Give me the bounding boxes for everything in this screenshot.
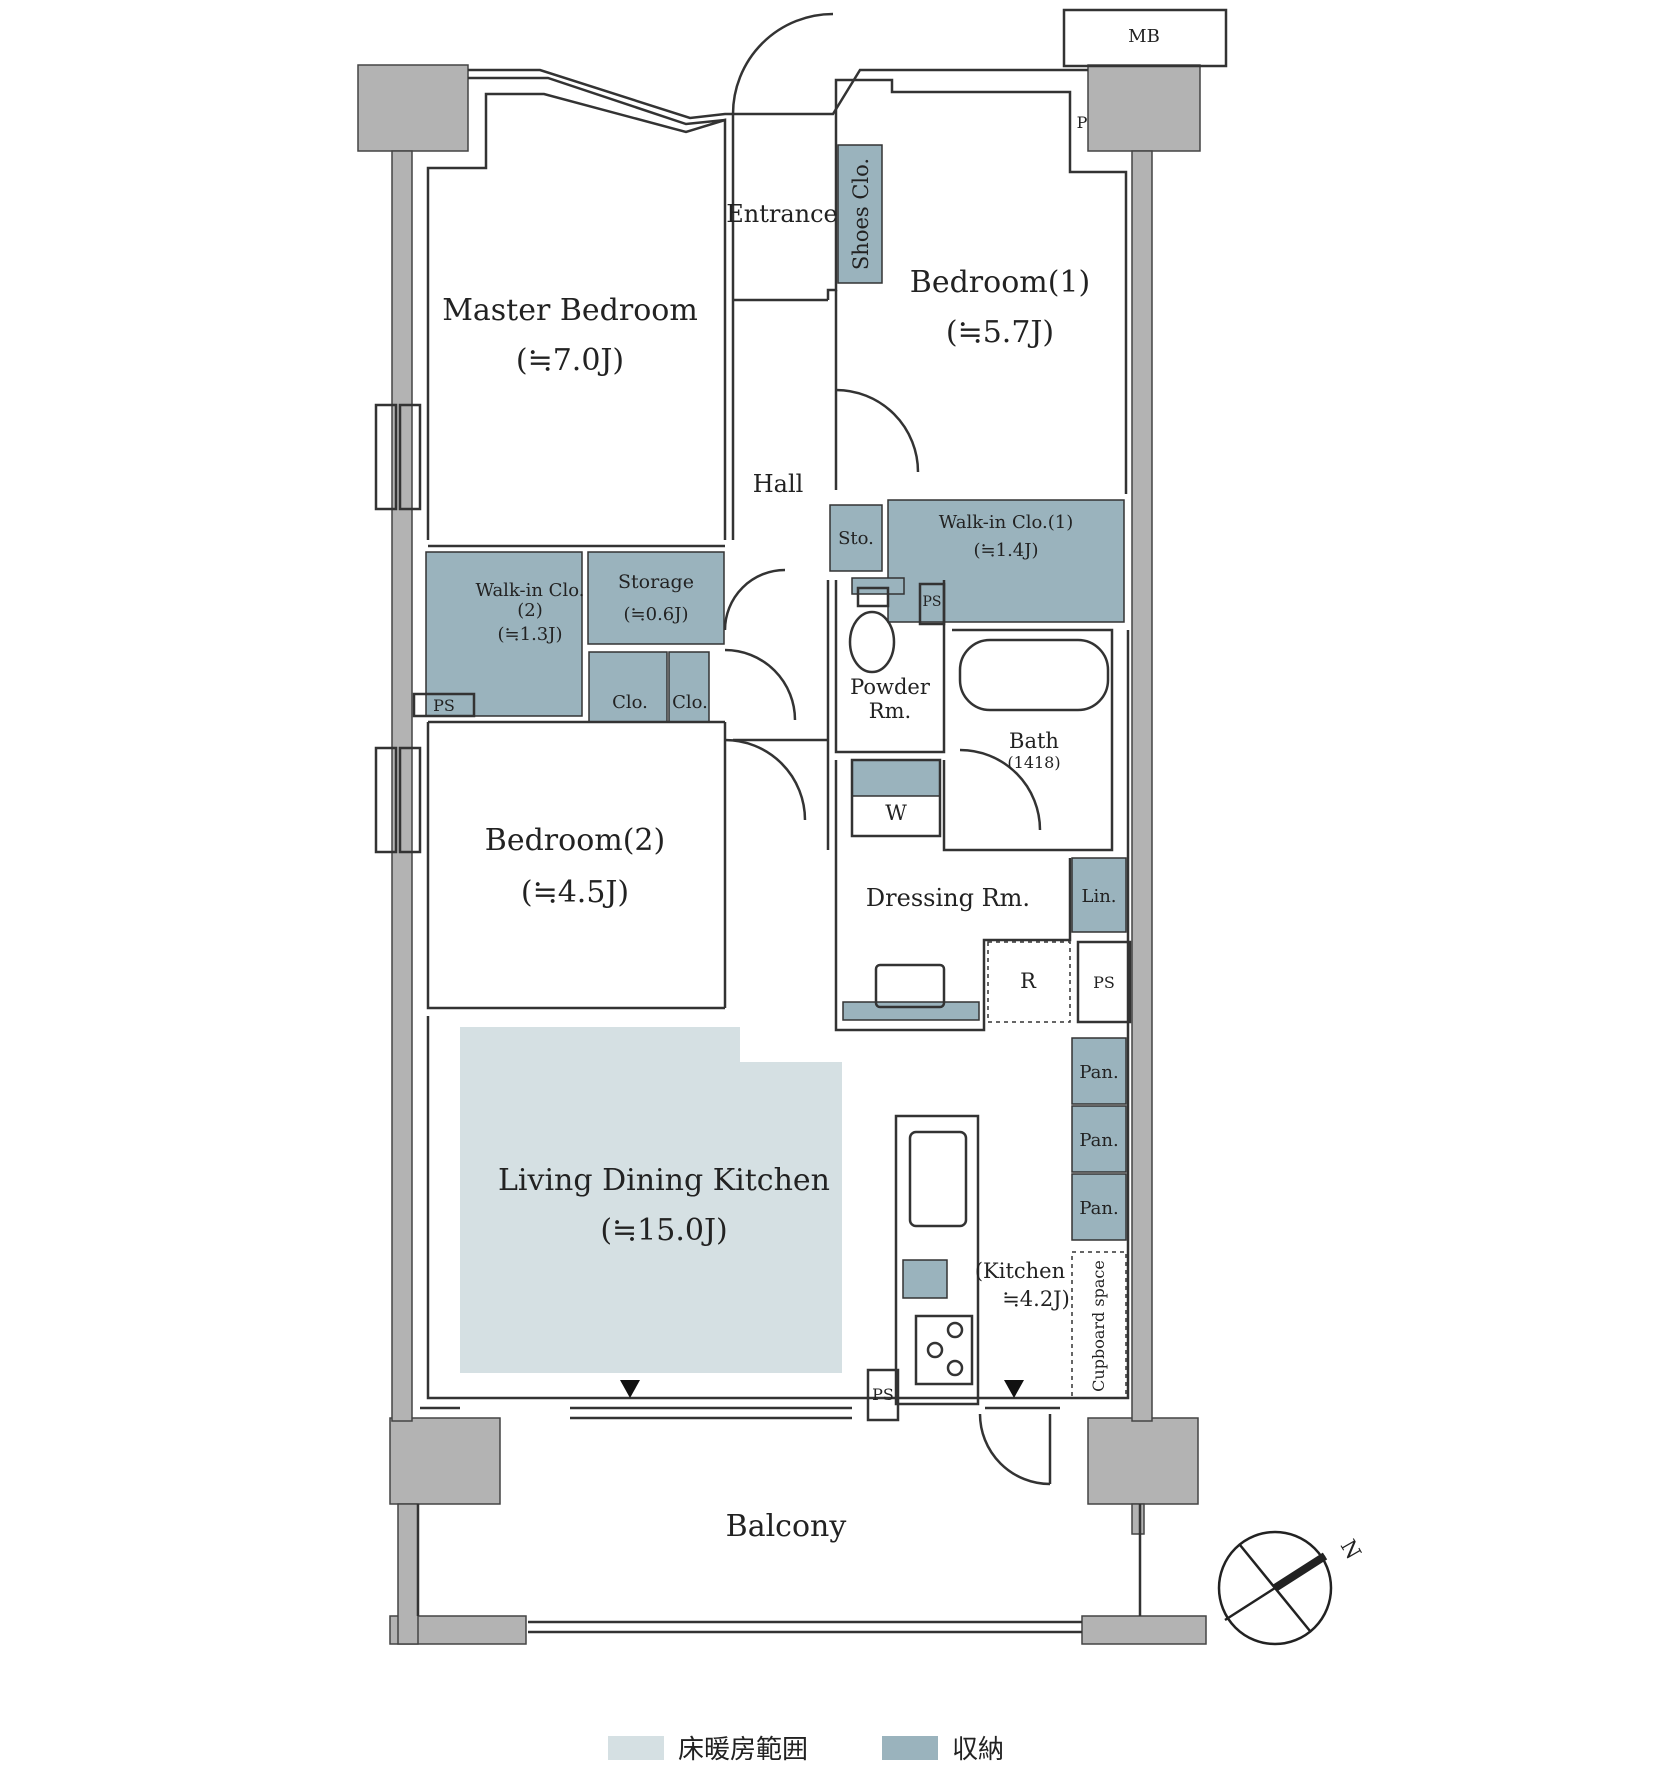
legend: 床暖房範囲 収納 xyxy=(608,1735,1004,1765)
p-label: P xyxy=(1077,113,1088,132)
storage-room xyxy=(587,551,725,645)
sto-label: Sto. xyxy=(838,528,874,549)
walkin-closet-2 xyxy=(425,551,583,717)
legend-storage-swatch xyxy=(882,1736,938,1760)
counter-strip xyxy=(842,1001,980,1021)
shoes-closet xyxy=(837,144,883,284)
powder-counter xyxy=(851,577,905,595)
storage-fills xyxy=(425,144,1127,1299)
shoes-closet-label: Shoes Clo. xyxy=(849,158,873,270)
ps-label-kitchen: PS xyxy=(872,1385,894,1404)
hall-label: Hall xyxy=(753,470,804,498)
legend-floor-heating-swatch xyxy=(608,1736,664,1760)
entrance-label: Entrance xyxy=(726,200,838,228)
floor-heating-area xyxy=(460,1027,842,1373)
bedroom2-size: (≒4.5J) xyxy=(521,875,629,910)
legend-floor-heating-label: 床暖房範囲 xyxy=(678,1735,808,1765)
bedroom2-label: Bedroom(2) xyxy=(485,823,665,858)
sto-closet xyxy=(829,504,883,572)
powder-room-label: Powder xyxy=(850,675,931,699)
mb-label: MB xyxy=(1128,26,1160,47)
pantry-2-label: Pan. xyxy=(1079,1130,1118,1151)
dressing-room-label: Dressing Rm. xyxy=(866,884,1030,912)
ldk-size: (≒15.0J) xyxy=(600,1213,727,1248)
clo-a-label: Clo. xyxy=(612,692,648,713)
walkin2-label: Walk-in Clo. xyxy=(476,580,585,601)
compass-icon xyxy=(1217,1530,1333,1646)
ps-label-walkin2: PS xyxy=(433,696,455,715)
storage-label: Storage xyxy=(618,571,694,593)
clo-b-label: Clo. xyxy=(672,692,708,713)
bedroom1-size: (≒5.7J) xyxy=(946,315,1054,350)
bath-label: Bath xyxy=(1009,729,1059,753)
ps-label-powder: PS xyxy=(922,594,941,610)
pantry-1-label: Pan. xyxy=(1079,1062,1118,1083)
legend-storage-label: 収納 xyxy=(952,1735,1004,1765)
walkin2-size: (≒1.3J) xyxy=(498,624,563,645)
pantry-3-label: Pan. xyxy=(1079,1198,1118,1219)
wall-lines xyxy=(374,8,1228,1634)
cupboard-label: Cupboard space xyxy=(1089,1260,1108,1392)
bedroom1-label: Bedroom(1) xyxy=(910,265,1090,300)
walkin1-size: (≒1.4J) xyxy=(974,540,1039,561)
balcony-label: Balcony xyxy=(726,1509,847,1544)
walkin-closet-1 xyxy=(887,499,1125,623)
ldk-label: Living Dining Kitchen xyxy=(498,1163,830,1198)
ps-label-dressing: PS xyxy=(1093,973,1115,992)
pantry-2 xyxy=(1071,1105,1127,1173)
storage-size: (≒0.6J) xyxy=(624,604,689,625)
compass-north-label: N xyxy=(1336,1536,1366,1564)
walkin1-label: Walk-in Clo.(1) xyxy=(939,512,1073,533)
kitchen-size: ≒4.2J) xyxy=(1002,1287,1070,1311)
refrigerator-label: R xyxy=(1020,969,1037,993)
kitchen-label: (Kitchen xyxy=(975,1259,1065,1283)
linen-closet xyxy=(1071,857,1127,933)
walkin2-num: (2) xyxy=(517,600,543,621)
linen-label: Lin. xyxy=(1081,886,1116,907)
master-bedroom-label: Master Bedroom xyxy=(442,293,698,328)
washer-area xyxy=(851,759,941,797)
clo-closet-a xyxy=(588,651,668,723)
master-bedroom-size: (≒7.0J) xyxy=(516,343,624,378)
pantry-3 xyxy=(1071,1173,1127,1241)
washer-label: W xyxy=(885,801,907,825)
kitchen-counter-strip xyxy=(902,1259,948,1299)
powder-room-label-2: Rm. xyxy=(869,699,911,723)
pantry-1 xyxy=(1071,1037,1127,1105)
bath-size: (1418) xyxy=(1007,753,1060,772)
